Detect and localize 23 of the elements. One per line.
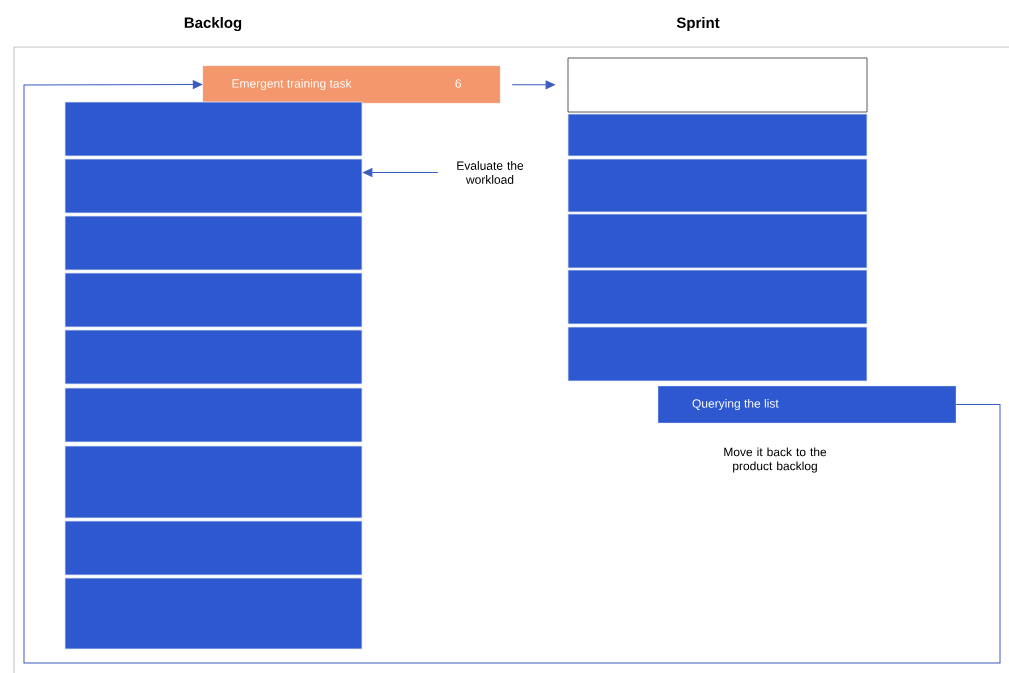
note-text: Move it back to the product backlog (724, 447, 827, 473)
task-box: Emergent training task 6 (202, 65, 501, 104)
task-bar (567, 158, 868, 213)
column-heading: Sprint (676, 17, 720, 31)
task-bar (64, 387, 363, 443)
task-bar (64, 329, 363, 385)
task-bar (64, 101, 363, 157)
arrow (363, 168, 439, 177)
task-bar (64, 272, 363, 328)
task-bar (567, 269, 868, 325)
task-bar (64, 577, 363, 650)
task-bar (567, 213, 868, 269)
task-box: Querying the list (657, 385, 957, 424)
task-bar (567, 113, 868, 157)
task-bar (64, 520, 363, 576)
arrow (511, 80, 555, 90)
empty-box (567, 57, 868, 113)
note-text: Evaluate the workload (457, 161, 524, 184)
task-bar (64, 445, 363, 519)
task-bar (64, 215, 363, 271)
task-bar (64, 158, 363, 214)
column-heading: Backlog (184, 17, 242, 32)
task-bar (567, 326, 868, 382)
